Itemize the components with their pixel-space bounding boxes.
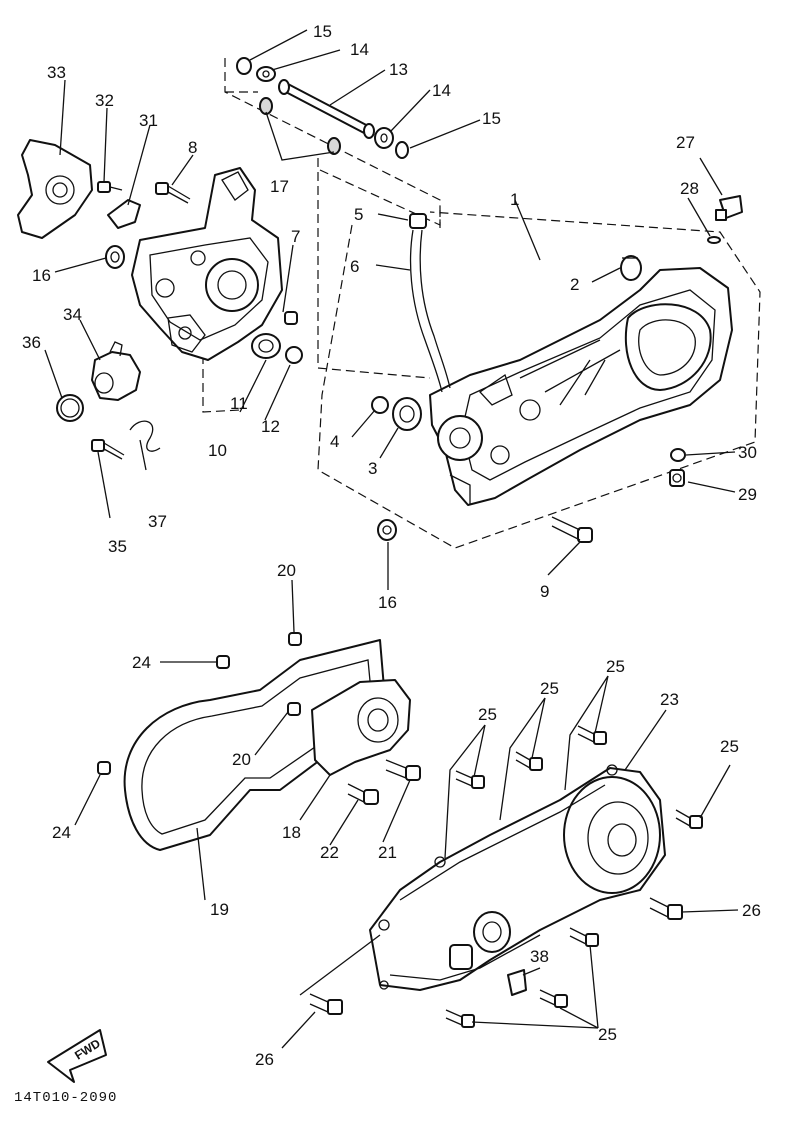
dowel-24a (216, 655, 230, 669)
callout-5: 5 (354, 205, 363, 224)
callout-16: 16 (378, 593, 397, 612)
dowel-20a (288, 632, 302, 646)
bolt-32 (97, 181, 123, 193)
callout-36: 36 (22, 333, 41, 352)
callout-28: 28 (680, 179, 699, 198)
bolts-25 (445, 725, 703, 1028)
callout-30: 30 (738, 443, 757, 462)
callout-20: 20 (277, 561, 296, 580)
seal-16-left (105, 245, 125, 269)
callout-26: 26 (255, 1050, 274, 1069)
callout-38: 38 (530, 947, 549, 966)
union-5 (409, 213, 427, 229)
callout-26: 26 (742, 901, 761, 920)
leader-lines (44, 29, 739, 1049)
callout-16: 16 (32, 266, 51, 285)
washer-14-right (374, 127, 394, 149)
washer-14-top (256, 66, 276, 82)
callout-35: 35 (108, 537, 127, 556)
plug-29 (669, 469, 685, 487)
bolts-26 (309, 897, 683, 1015)
oring-15-top (236, 57, 252, 75)
bracket-34 (91, 341, 141, 401)
pin-12 (285, 346, 303, 364)
callout-18: 18 (282, 823, 301, 842)
diagram-code: 14T010-2090 (14, 1090, 117, 1106)
callout-25: 25 (606, 657, 625, 676)
callout-10: 10 (208, 441, 227, 460)
callout-11: 11 (230, 394, 248, 413)
hose-6 (409, 229, 451, 393)
bolt-22 (347, 783, 379, 805)
callout-9: 9 (540, 582, 549, 601)
callout-25: 25 (478, 705, 497, 724)
crankcase-cover-23 (369, 764, 666, 991)
dowel-24b (97, 761, 111, 775)
callout-19: 19 (210, 900, 229, 919)
callout-23: 23 (660, 690, 679, 709)
dowel-20b (287, 702, 301, 716)
callout-12: 12 (261, 417, 280, 436)
clip-31 (107, 199, 141, 229)
oring-15-right (395, 141, 409, 159)
bolt-8 (155, 182, 191, 204)
washer-30 (670, 448, 686, 462)
right-crankcase (429, 267, 733, 506)
callout-14: 14 (432, 81, 451, 100)
bushing-17a (259, 97, 273, 115)
bushing-17b (327, 137, 341, 155)
bearing-10 (251, 333, 281, 359)
oring-28 (707, 236, 721, 244)
bushing-2 (620, 255, 642, 281)
callout-3: 3 (368, 459, 377, 478)
callout-37: 37 (148, 512, 167, 531)
callout-7: 7 (291, 227, 300, 246)
callout-27: 27 (676, 133, 695, 152)
plate-33 (17, 139, 93, 239)
callout-6: 6 (350, 257, 359, 276)
callout-25: 25 (720, 737, 739, 756)
callout-34: 34 (63, 305, 82, 324)
callout-24: 24 (52, 823, 71, 842)
callout-32: 32 (95, 91, 114, 110)
callout-31: 31 (139, 111, 158, 130)
callout-25: 25 (540, 679, 559, 698)
callout-13: 13 (389, 60, 408, 79)
collar-4 (371, 396, 389, 414)
callout-15: 15 (313, 22, 332, 41)
spring-37 (129, 420, 161, 452)
seal-16-right (377, 519, 397, 541)
shaft-13 (278, 79, 375, 139)
clip-38 (507, 969, 527, 996)
callout-20: 20 (232, 750, 251, 769)
callout-14: 14 (350, 40, 369, 59)
fwd-arrow-icon: FWD (47, 1029, 107, 1083)
callout-17: 17 (270, 177, 289, 196)
callout-labels: 15 14 13 14 15 17 33 32 31 8 16 7 34 36 … (22, 22, 761, 1069)
callout-4: 4 (330, 432, 339, 451)
callout-8: 8 (188, 138, 197, 157)
bolt-35 (91, 439, 125, 460)
cover-18 (311, 679, 411, 776)
cap-36 (56, 394, 84, 422)
bolt-9 (551, 516, 593, 543)
plug-27 (715, 195, 743, 221)
callout-25: 25 (598, 1025, 617, 1044)
left-crankcase (131, 167, 283, 361)
dowel-7 (284, 311, 298, 325)
bolt-21 (385, 759, 421, 781)
callout-2: 2 (570, 275, 579, 294)
callout-1: 1 (510, 190, 519, 209)
callout-22: 22 (320, 843, 339, 862)
callout-29: 29 (738, 485, 757, 504)
callout-15: 15 (482, 109, 501, 128)
callout-33: 33 (47, 63, 66, 82)
callout-24: 24 (132, 653, 151, 672)
bearing-3 (392, 397, 422, 431)
callout-21: 21 (378, 843, 397, 862)
